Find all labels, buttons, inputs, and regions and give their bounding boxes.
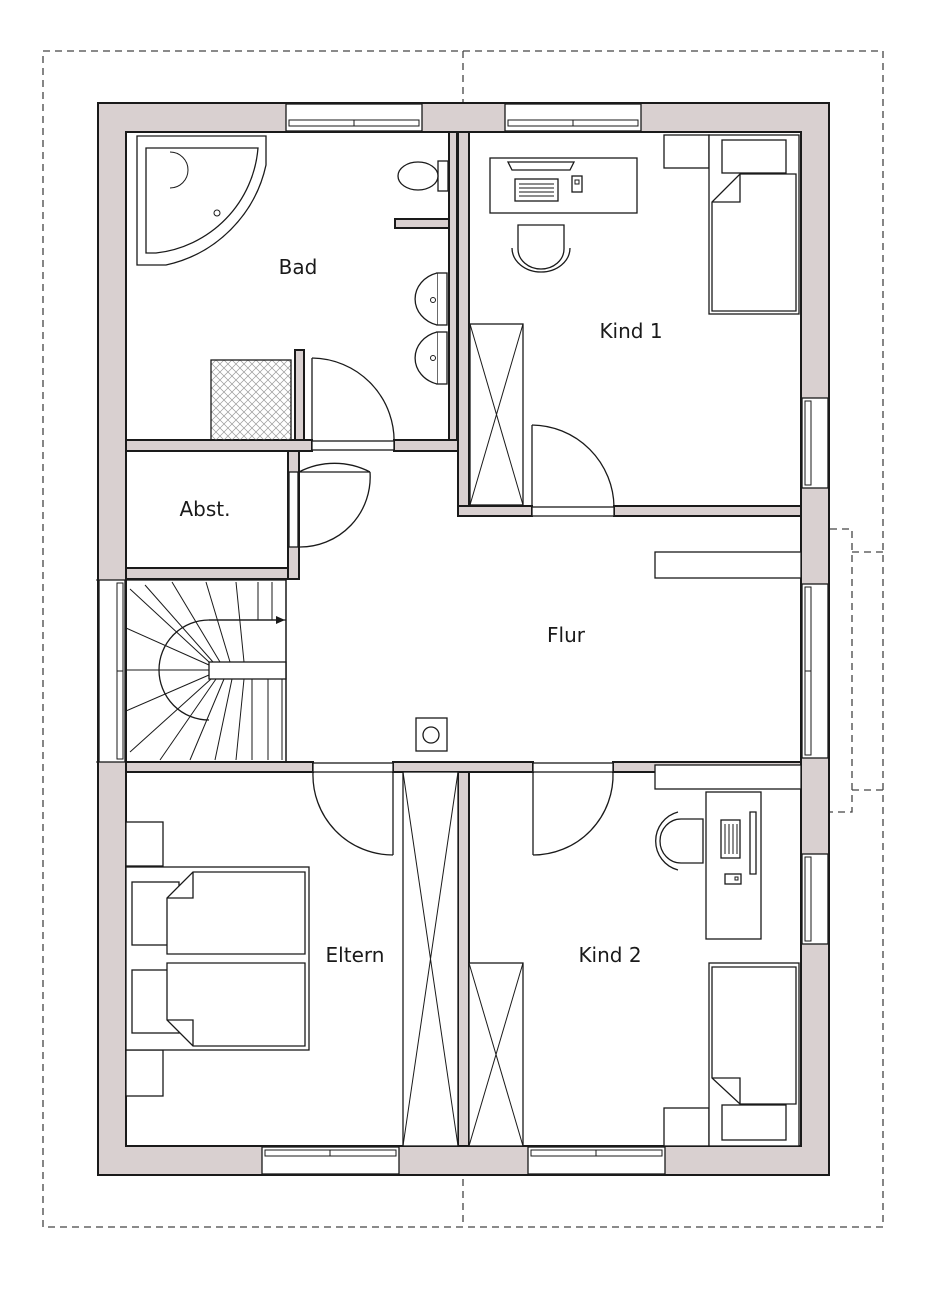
wardrobe-eltern bbox=[402, 771, 459, 1147]
door-bad bbox=[311, 357, 395, 451]
shaft-flur bbox=[415, 717, 448, 752]
desk-kind1 bbox=[489, 157, 638, 214]
toilet bbox=[397, 160, 449, 192]
room-label-flur: Flur bbox=[547, 623, 586, 647]
window-kind1-top bbox=[504, 103, 642, 132]
staircase bbox=[125, 579, 287, 763]
window-kind2-right bbox=[801, 853, 829, 945]
door-kind2 bbox=[532, 762, 614, 856]
room-label-eltern: Eltern bbox=[326, 943, 385, 967]
eltern-furniture bbox=[125, 771, 459, 1147]
window-stair-left bbox=[96, 579, 126, 763]
wardrobe-kind1 bbox=[469, 323, 524, 506]
door-abst bbox=[288, 462, 371, 548]
room-label-kind1: Kind 1 bbox=[599, 319, 662, 343]
corner-bathtub bbox=[136, 135, 267, 266]
sink-2 bbox=[414, 331, 448, 385]
window-kind1-right bbox=[801, 397, 829, 489]
shower-tray bbox=[210, 359, 292, 441]
window-eltern-bottom bbox=[261, 1146, 400, 1175]
bed-kind2 bbox=[663, 962, 800, 1147]
windows bbox=[96, 103, 829, 1175]
room-label-kind2: Kind 2 bbox=[578, 943, 641, 967]
bathroom-fixtures bbox=[136, 135, 449, 441]
sink-1 bbox=[414, 272, 448, 326]
window-kind2-bottom bbox=[527, 1146, 666, 1175]
wardrobe-kind2 bbox=[468, 962, 524, 1147]
door-kind1 bbox=[531, 424, 615, 517]
window-bad-top bbox=[285, 103, 423, 132]
desk-kind2 bbox=[705, 791, 762, 940]
kind2-furniture bbox=[468, 791, 800, 1147]
bed-kind1 bbox=[663, 134, 800, 315]
chair-kind1 bbox=[511, 224, 571, 273]
double-bed bbox=[125, 866, 310, 1051]
kind1-furniture bbox=[469, 134, 800, 506]
room-labels: Bad Kind 1 Abst. Flur Eltern Kind 2 bbox=[180, 255, 663, 967]
doors bbox=[288, 357, 615, 856]
door-eltern bbox=[312, 762, 394, 856]
chair-kind2 bbox=[655, 811, 704, 871]
room-label-abst: Abst. bbox=[180, 497, 231, 521]
window-flur-right bbox=[801, 583, 829, 759]
room-label-bad: Bad bbox=[279, 255, 318, 279]
